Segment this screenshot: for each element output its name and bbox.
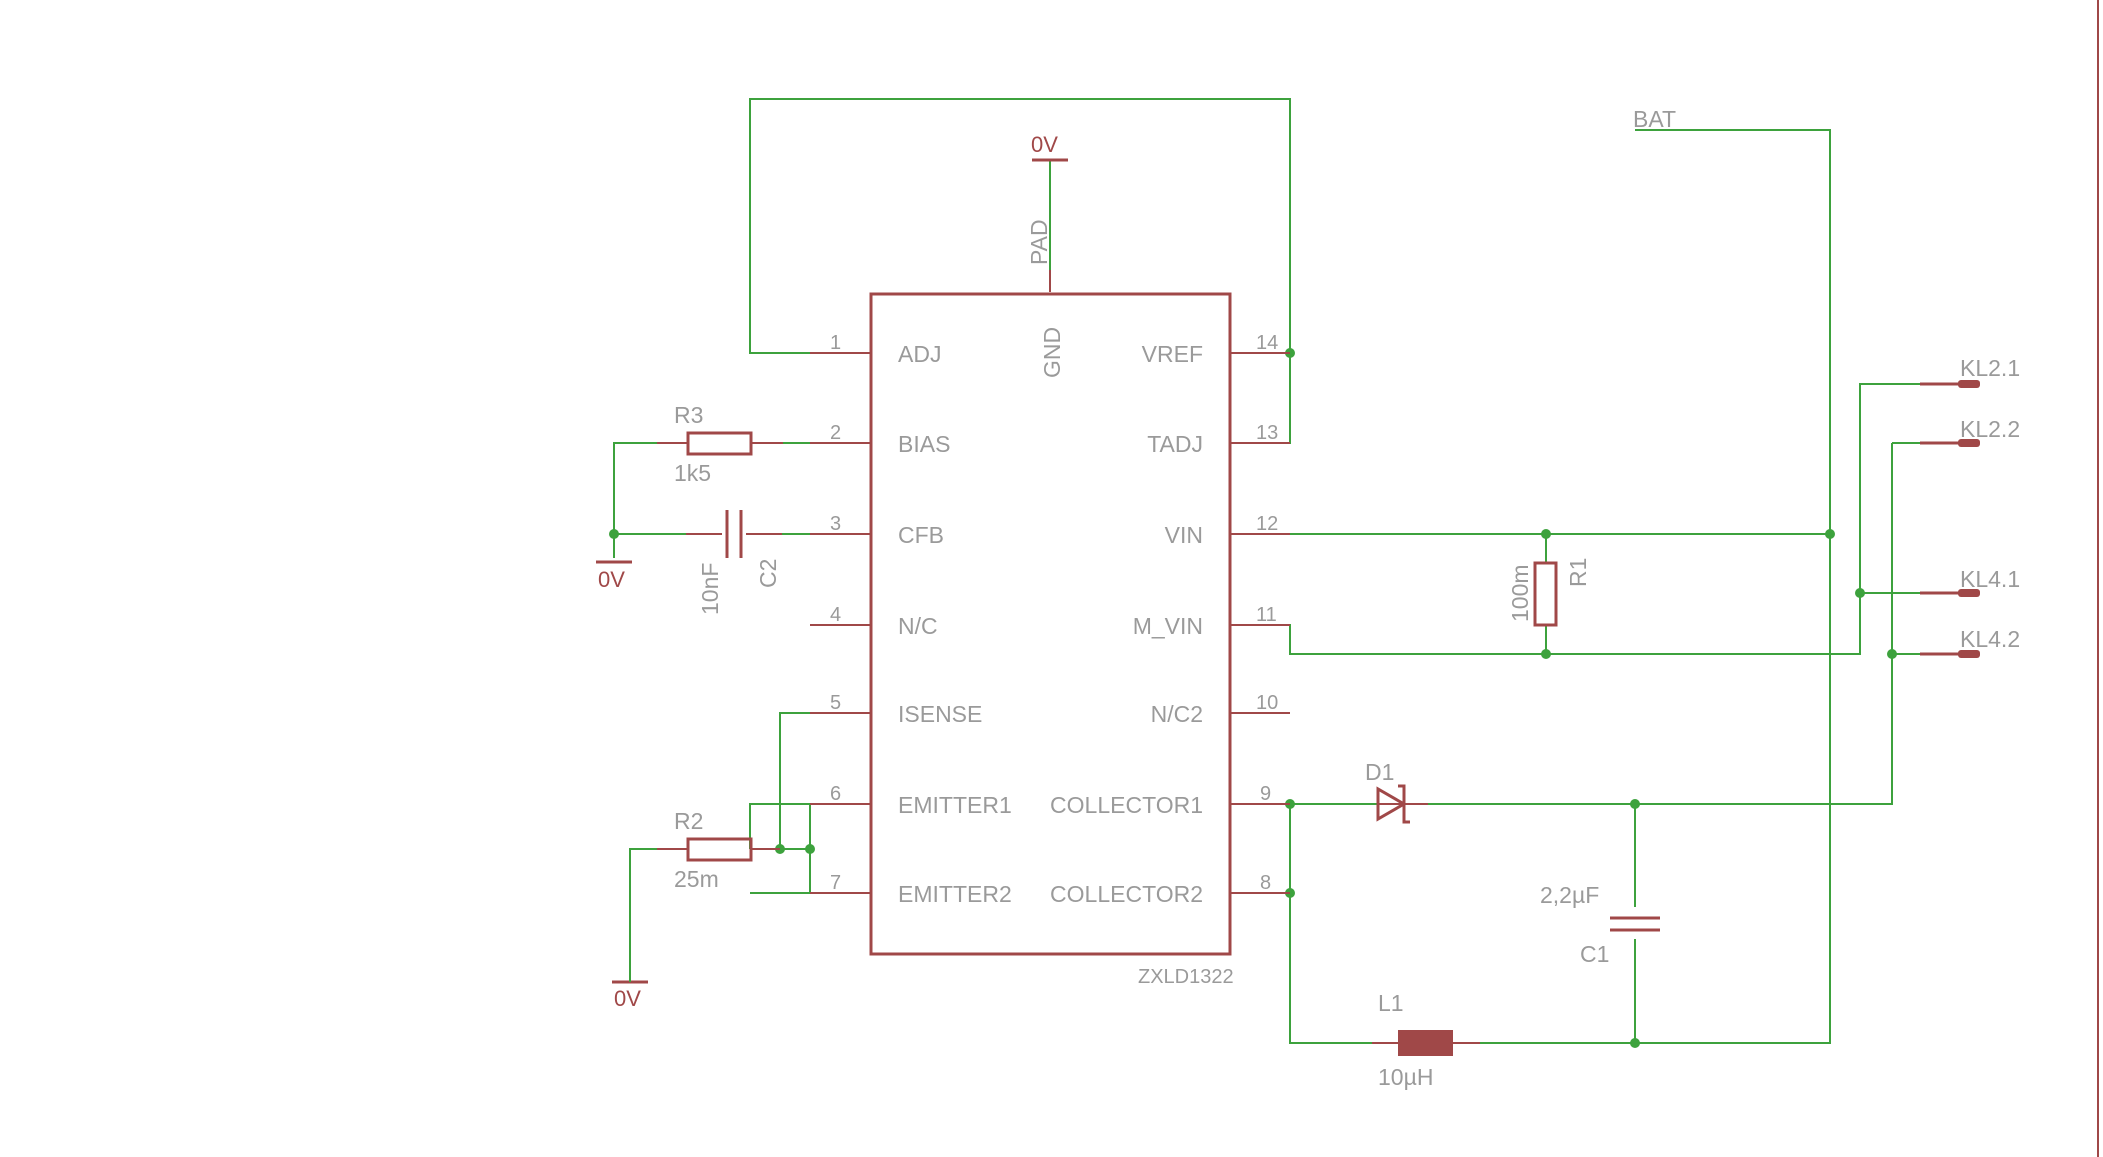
connector-kl2-1[interactable]: KL2.1	[1920, 355, 2020, 388]
ic-zxld1322[interactable]: 1 2 3 4 5 6 7 ADJ BIAS CFB N/C ISENSE EM…	[810, 219, 1290, 988]
pin-name: VIN	[1165, 522, 1203, 548]
pin-name: VREF	[1142, 341, 1203, 367]
pin-name: M_VIN	[1133, 613, 1203, 639]
junction-dot	[1825, 529, 1835, 539]
pin-name: CFB	[898, 522, 944, 548]
l1-ref: L1	[1378, 990, 1404, 1016]
pin-number: 1	[830, 332, 841, 354]
wires	[613, 98, 1920, 1044]
diode-d1[interactable]: D1	[1365, 759, 1428, 824]
pin-number: 5	[830, 692, 841, 714]
connector-label: KL2.1	[1960, 355, 2020, 381]
pin-number: 8	[1260, 872, 1271, 894]
pin-name: COLLECTOR1	[1050, 792, 1203, 818]
pin-number: 12	[1256, 513, 1278, 535]
junction-dot	[1887, 649, 1897, 659]
pin-name: ADJ	[898, 341, 941, 367]
ground-symbol: 0V	[1031, 132, 1068, 162]
pin-number: 10	[1256, 692, 1278, 714]
pin-name: BIAS	[898, 431, 950, 457]
pin-name: EMITTER2	[898, 881, 1012, 907]
ground-label: 0V	[614, 986, 641, 1011]
pin-number: 13	[1256, 422, 1278, 444]
r1-ref: R1	[1565, 558, 1591, 587]
junction-dot	[1855, 588, 1865, 598]
c2-value: 10nF	[697, 563, 723, 615]
connector-kl4-1[interactable]: KL4.1	[1920, 566, 2020, 597]
r2-ref: R2	[674, 808, 703, 834]
pin-name: EMITTER1	[898, 792, 1012, 818]
junction-dot	[1630, 799, 1640, 809]
ground-symbol: 0V	[612, 980, 648, 1011]
pin-number: 7	[830, 872, 841, 894]
capacitor-c1[interactable]: 2,2µF C1	[1540, 882, 1660, 967]
pin-number: 6	[830, 783, 841, 805]
pin-name: N/C	[898, 613, 938, 639]
pin-name: N/C2	[1151, 701, 1203, 727]
net-label-bat: BAT	[1633, 106, 1676, 132]
junction-dot	[609, 529, 619, 539]
ground-label: 0V	[1031, 132, 1058, 157]
connector-label: KL4.2	[1960, 626, 2020, 652]
pin-number: 2	[830, 422, 841, 444]
r3-value: 1k5	[674, 460, 711, 486]
connector-label: KL4.1	[1960, 566, 2020, 592]
l1-value: 10µH	[1378, 1064, 1433, 1090]
ic-part-name: ZXLD1322	[1138, 966, 1234, 988]
pin-name: ISENSE	[898, 701, 982, 727]
pin-number: 14	[1256, 332, 1278, 354]
pin-number: 4	[830, 604, 841, 626]
d1-ref: D1	[1365, 759, 1394, 785]
gnd-pin-label: GND	[1039, 327, 1065, 378]
inductor-l1[interactable]: L1 10µH	[1372, 990, 1480, 1090]
c1-ref: C1	[1580, 941, 1609, 967]
junction-dot	[1541, 529, 1551, 539]
pad-pin-label: PAD	[1026, 219, 1052, 265]
pin-name: COLLECTOR2	[1050, 881, 1203, 907]
r2-value: 25m	[674, 866, 719, 892]
pin-name: TADJ	[1147, 431, 1203, 457]
pin-number: 3	[830, 513, 841, 535]
pin-number: 9	[1260, 783, 1271, 805]
junction-dot	[805, 844, 815, 854]
ground-symbol: 0V	[596, 560, 632, 592]
junction-dot	[1630, 1038, 1640, 1048]
junction-dot	[1541, 649, 1551, 659]
capacitor-c2[interactable]: 10nF C2	[686, 510, 782, 615]
connector-kl4-2[interactable]: KL4.2	[1920, 626, 2020, 658]
connector-kl2-2[interactable]: KL2.2	[1920, 416, 2020, 447]
junctions	[609, 348, 1897, 1048]
r1-value: 100m	[1507, 564, 1533, 622]
connector-label: KL2.2	[1960, 416, 2020, 442]
ground-label: 0V	[598, 567, 625, 592]
r3-ref: R3	[674, 402, 703, 428]
pin-number: 11	[1256, 604, 1277, 626]
c2-ref: C2	[755, 559, 781, 588]
resistor-r2[interactable]: R2 25m	[657, 808, 780, 892]
resistor-r1[interactable]: 100m R1	[1507, 558, 1591, 627]
resistor-r3[interactable]: R3 1k5	[657, 402, 783, 486]
c1-value: 2,2µF	[1540, 882, 1599, 908]
